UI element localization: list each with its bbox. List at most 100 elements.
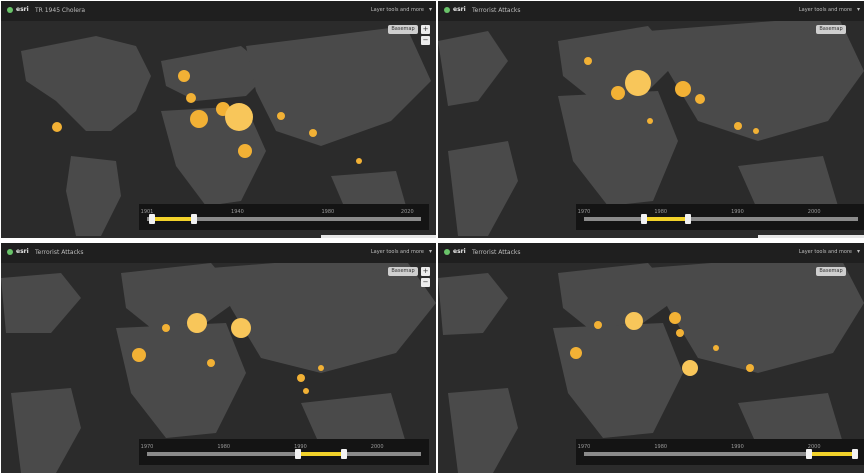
basemap-button[interactable]: Basemap — [816, 25, 846, 34]
zoom-in-button[interactable]: + — [421, 267, 430, 276]
hotspot — [178, 70, 190, 82]
tick-label: 1940 — [231, 209, 244, 215]
world-map-1[interactable] — [1, 1, 436, 238]
hotspot — [356, 158, 362, 164]
time-ticks: 1901 1940 1980 2020 — [141, 209, 421, 217]
panel-header: esri TR 1945 Cholera Layer tools and mor… — [1, 1, 436, 21]
panel-title: Terrorist Attacks — [35, 249, 84, 256]
tick-label: 1970 — [140, 444, 154, 450]
chevron-down-icon[interactable]: ▾ — [428, 6, 432, 13]
hotspot — [594, 321, 602, 329]
hotspot — [132, 348, 146, 362]
time-track[interactable] — [584, 449, 859, 459]
hotspot — [225, 103, 253, 131]
hotspot — [625, 70, 651, 96]
zoom-out-button[interactable]: − — [421, 278, 430, 287]
hotspot — [647, 118, 653, 124]
tick-label: 1980 — [217, 444, 231, 450]
europe-land — [161, 46, 271, 101]
tick-label: 1901 — [140, 209, 154, 215]
panel-title: Terrorist Attacks — [472, 249, 521, 256]
globe-icon — [7, 6, 13, 13]
hotspot — [162, 324, 170, 332]
zoom-in-button[interactable]: + — [421, 25, 430, 34]
range-end-handle[interactable] — [190, 214, 197, 224]
range-end-handle[interactable] — [685, 214, 692, 224]
africa-land — [116, 323, 246, 438]
map-panel-3: esri Terrorist Attacks Layer tools and m… — [1, 243, 436, 473]
south-america-land — [448, 388, 518, 473]
australia-land — [738, 393, 843, 448]
range-start-handle[interactable] — [805, 449, 812, 459]
north-america-land — [21, 36, 151, 131]
north-america-land — [1, 273, 81, 333]
hotspot — [584, 57, 592, 65]
time-range — [808, 452, 856, 456]
esri-logo: esri — [444, 248, 466, 255]
time-range — [644, 217, 689, 221]
time-track[interactable] — [147, 449, 421, 459]
range-end-handle[interactable] — [852, 449, 859, 459]
hotspot — [318, 365, 324, 371]
zoom-controls: + − — [421, 25, 430, 45]
hotspot — [231, 318, 251, 338]
chevron-down-icon[interactable]: ▾ — [856, 6, 860, 13]
basemap-button[interactable]: Basemap — [388, 25, 418, 34]
hotspot — [303, 388, 309, 394]
range-start-handle[interactable] — [149, 214, 156, 224]
globe-icon — [444, 6, 450, 13]
africa-land — [558, 91, 678, 206]
hotspot — [186, 93, 196, 103]
world-map-4[interactable] — [438, 243, 864, 473]
esri-logo: esri — [444, 6, 466, 13]
chevron-down-icon[interactable]: ▾ — [428, 248, 432, 255]
zoom-controls: + − — [421, 267, 430, 287]
hotspot — [676, 329, 684, 337]
asia-land — [648, 16, 864, 141]
hotspot — [746, 364, 754, 372]
range-end-handle[interactable] — [341, 449, 348, 459]
time-track[interactable] — [147, 214, 421, 224]
hotspot — [669, 312, 681, 324]
africa-land — [161, 106, 266, 206]
asia-land — [211, 253, 436, 373]
north-america-land — [438, 31, 508, 106]
hotspot — [238, 144, 252, 158]
hotspot — [695, 94, 705, 104]
hotspot — [207, 359, 215, 367]
layer-tools-menu[interactable]: Layer tools and more — [798, 249, 852, 255]
basemap-button[interactable]: Basemap — [816, 267, 846, 276]
range-start-handle[interactable] — [294, 449, 301, 459]
basemap-button[interactable]: Basemap — [388, 267, 418, 276]
time-track[interactable] — [584, 214, 858, 224]
globe-icon — [7, 248, 13, 255]
zoom-out-button[interactable]: − — [421, 36, 430, 45]
range-start-handle[interactable] — [641, 214, 648, 224]
divider — [321, 235, 436, 238]
divider — [758, 235, 864, 238]
time-slider: 1970 1980 1990 2000 — [576, 204, 864, 230]
tick-label: 1990 — [731, 444, 744, 450]
hotspot — [570, 347, 582, 359]
chevron-down-icon[interactable]: ▾ — [856, 248, 860, 255]
layer-tools-menu[interactable]: Layer tools and more — [370, 249, 424, 255]
tick-label: 2000 — [807, 444, 821, 450]
layer-tools-menu[interactable]: Layer tools and more — [370, 7, 424, 13]
tick-label: 1980 — [654, 209, 668, 215]
world-map-3[interactable] — [1, 243, 436, 473]
tick-label: 1990 — [294, 444, 307, 450]
hotspot — [187, 313, 207, 333]
layer-tools-menu[interactable]: Layer tools and more — [798, 7, 852, 13]
panel-header: esri Terrorist Attacks Layer tools and m… — [438, 243, 864, 263]
australia-land — [331, 171, 406, 211]
hotspot — [611, 86, 625, 100]
hotspot — [309, 129, 317, 137]
hotspot — [52, 122, 62, 132]
hotspot — [625, 312, 643, 330]
australia-land — [738, 156, 838, 211]
globe-icon — [444, 248, 450, 255]
time-range — [297, 452, 345, 456]
asia-land — [648, 253, 864, 373]
hotspot — [753, 128, 759, 134]
world-map-2[interactable] — [438, 1, 864, 238]
